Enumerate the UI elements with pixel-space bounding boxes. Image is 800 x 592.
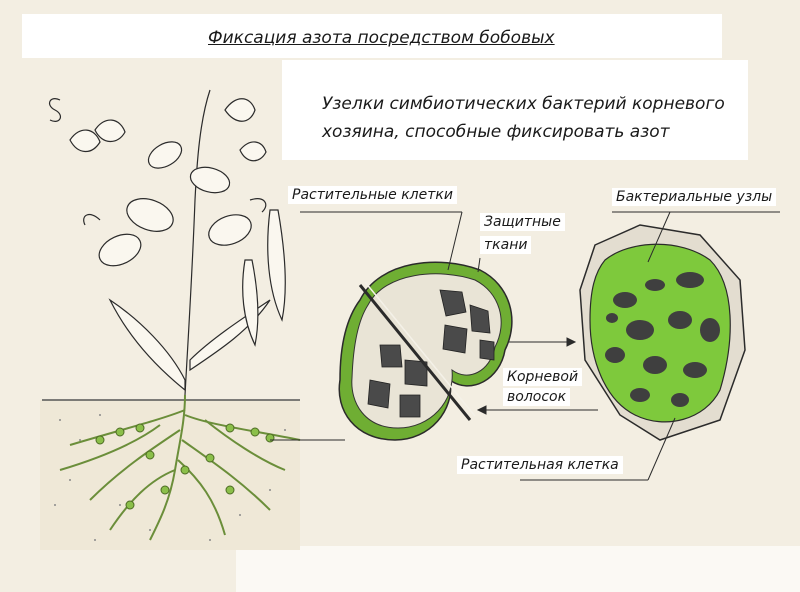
bottom-blank-panel (236, 546, 800, 592)
connector-lines (270, 211, 780, 481)
label-protective-tissue-line1: Защитные (480, 213, 565, 231)
label-root-hair-line1: Корневой (503, 368, 583, 386)
nodule-cross-section (338, 261, 513, 441)
subtitle-line-1: Узелки симбиотических бактерий корневого (322, 94, 725, 114)
label-root-hair-line2: волосок (503, 388, 571, 406)
label-protective-tissue-line2: ткани (480, 236, 532, 254)
label-plant-cell: Растительная клетка (457, 456, 623, 474)
page-title: Фиксация азота посредством бобовых (208, 28, 555, 48)
bacterial-cell-enlarged (579, 224, 746, 441)
subtitle-line-2: хозяина, способные фиксировать азот (322, 122, 670, 142)
label-plant-cells: Растительные клетки (288, 186, 457, 204)
title-box: Фиксация азота посредством бобовых (22, 14, 722, 58)
root-nodules (95, 423, 275, 510)
soil (40, 399, 300, 550)
plant-shoot (48, 89, 286, 396)
subtitle-box: Узелки симбиотических бактерий корневого… (282, 60, 748, 160)
label-bacterial-nodes: Бактериальные узлы (612, 188, 777, 206)
